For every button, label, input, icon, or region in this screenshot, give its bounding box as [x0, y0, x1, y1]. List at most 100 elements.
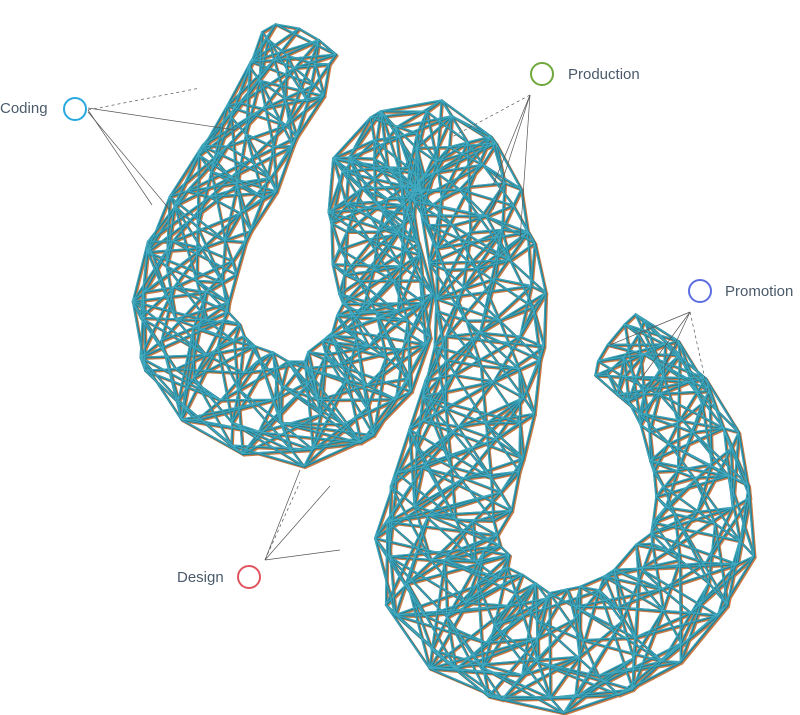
mesh-strut-highlight [174, 318, 207, 356]
mesh-strut-highlight [425, 99, 442, 112]
mesh-strut-highlight [526, 231, 532, 286]
mesh-strut-highlight [627, 393, 645, 402]
mesh-strut-highlight [493, 624, 551, 698]
mesh-strut-highlight [367, 345, 403, 350]
mesh-strut-highlight [418, 181, 422, 215]
mesh-strut-highlight [495, 142, 522, 190]
mesh-strut [509, 242, 537, 262]
design-marker-icon[interactable] [237, 565, 261, 589]
mesh-strut-highlight [428, 655, 580, 669]
mesh-strut-highlight [372, 377, 410, 436]
mesh-strut-highlight [433, 297, 437, 347]
mesh-strut-highlight [462, 231, 471, 289]
mesh-strut [330, 170, 344, 225]
mesh-strut-highlight [236, 184, 251, 231]
mesh-strut-highlight [649, 460, 664, 487]
mesh-strut-highlight [245, 60, 251, 135]
mesh-strut-highlight [249, 60, 315, 85]
mesh-strut-shadow [276, 146, 296, 195]
mesh-strut-highlight [399, 253, 421, 267]
mesh-strut-highlight [374, 466, 423, 539]
mesh-strut [348, 156, 376, 160]
mesh-strut-highlight [319, 353, 326, 415]
mesh-strut [566, 585, 582, 591]
mesh-strut-highlight [428, 637, 539, 669]
mesh-strut-highlight [374, 200, 419, 243]
mesh-strut-highlight [435, 228, 503, 299]
mesh-strut-highlight [261, 94, 324, 109]
mesh-strut [139, 286, 176, 319]
mesh-strut-shadow [680, 559, 684, 646]
mesh-strut-highlight [413, 200, 453, 226]
mesh-strut-highlight [494, 228, 503, 279]
mesh-strut-shadow [480, 278, 498, 336]
mesh-strut-highlight [235, 241, 246, 275]
mesh-strut-highlight [233, 340, 243, 455]
mesh-strut-highlight [532, 306, 541, 360]
mesh-strut-highlight [638, 412, 670, 444]
mesh-strut [596, 343, 609, 363]
mesh-strut-shadow [294, 64, 332, 71]
mesh-strut-highlight [245, 133, 277, 192]
mesh-strut-highlight [492, 335, 521, 382]
mesh-strut [336, 314, 409, 322]
mesh-strut-highlight [173, 154, 199, 206]
mesh-strut-highlight [533, 358, 541, 414]
mesh-strut-highlight [327, 188, 362, 213]
mesh-strut-highlight [223, 301, 229, 321]
mesh-strut-highlight [650, 506, 733, 534]
mesh-strut-highlight [377, 198, 388, 232]
mesh-strut-highlight [465, 566, 508, 603]
mesh-strut-highlight [655, 495, 666, 508]
production-marker-icon[interactable] [530, 62, 554, 86]
mesh-strut-highlight [623, 356, 645, 394]
mesh-strut-highlight [388, 545, 501, 557]
mesh-strut [578, 585, 582, 658]
mesh-strut-highlight [446, 616, 456, 670]
mesh-strut-highlight [519, 335, 544, 347]
mesh-strut-highlight [160, 291, 207, 341]
mesh-strut-highlight [463, 470, 520, 479]
mesh-strut [479, 277, 497, 334]
mesh-strut-highlight [521, 637, 539, 676]
mesh-strut-highlight [581, 639, 599, 677]
mesh-strut-highlight [485, 396, 524, 424]
mesh-strut-highlight [423, 601, 467, 616]
promotion-marker-icon[interactable] [688, 279, 712, 303]
mesh-strut [227, 273, 238, 304]
mesh-strut-highlight [677, 377, 706, 423]
mesh-strut-highlight [648, 421, 679, 432]
mesh-strut [293, 39, 321, 70]
mesh-strut-highlight [337, 345, 369, 365]
mesh-strut-highlight [209, 196, 241, 214]
mesh-strut [224, 239, 247, 244]
mesh-strut-highlight [280, 384, 344, 425]
mesh-strut-highlight [651, 542, 664, 611]
mesh-strut-highlight [131, 300, 208, 321]
mesh-strut-highlight [366, 356, 387, 409]
mesh-strut-highlight [342, 302, 425, 304]
mesh-strut-highlight [267, 38, 286, 99]
mesh-strut [275, 145, 294, 193]
mesh-strut-highlight [341, 170, 362, 189]
mesh-strut-highlight [408, 428, 492, 478]
mesh-strut-highlight [493, 592, 516, 626]
mesh-strut-highlight [193, 345, 255, 378]
mesh-strut-highlight [445, 359, 481, 366]
mesh-strut-highlight [581, 639, 663, 662]
mesh-strut-highlight [307, 351, 326, 355]
coding-marker-icon[interactable] [63, 97, 87, 121]
mesh-strut-highlight [494, 438, 524, 459]
mesh-strut-highlight [424, 373, 454, 381]
mesh-strut-highlight [258, 351, 273, 360]
mesh-strut-shadow [495, 413, 537, 443]
mesh-strut-highlight [498, 319, 541, 360]
mesh-strut-highlight [223, 319, 240, 325]
mesh-strut-highlight [466, 141, 470, 187]
mesh-strut-highlight [479, 331, 521, 337]
mesh-strut-highlight [231, 388, 239, 423]
mesh-strut [676, 390, 711, 472]
mesh-strut-highlight [394, 390, 412, 400]
mesh-strut-highlight [427, 514, 474, 522]
